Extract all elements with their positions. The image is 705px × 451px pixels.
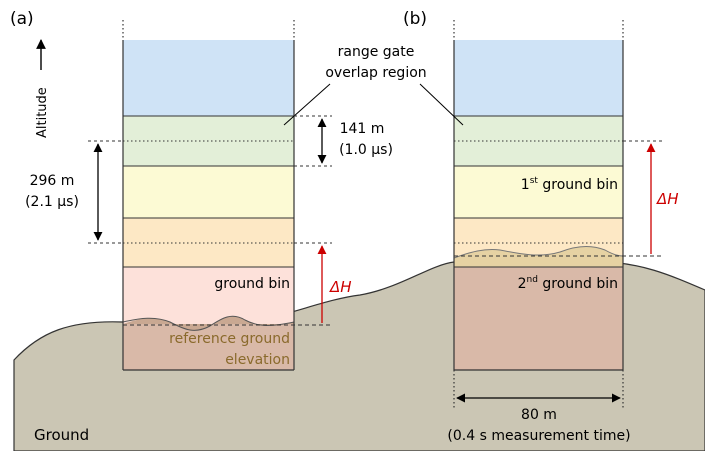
second-ground-bin-text: ground bin bbox=[538, 276, 618, 292]
first-ground-bin-num: 1 bbox=[521, 177, 530, 193]
ground-wave-a bbox=[123, 316, 294, 331]
bin-a-yellow bbox=[123, 166, 294, 218]
gate-spacing-time: (1.0 µs) bbox=[339, 142, 393, 158]
altitude-label: Altitude bbox=[35, 87, 50, 138]
bin-b-yellow bbox=[454, 166, 623, 218]
reference-ground-label-line1: reference ground bbox=[169, 331, 290, 347]
ground-bin-label: ground bin bbox=[214, 276, 290, 292]
first-ground-bin-text: ground bin bbox=[538, 177, 618, 193]
footprint-time: (0.4 s measurement time) bbox=[447, 428, 630, 444]
ground-wave-b bbox=[454, 246, 623, 267]
bin-a-blue bbox=[123, 40, 294, 116]
panel-label-b: (b) bbox=[403, 9, 427, 29]
overlap-pointer-b bbox=[419, 83, 464, 126]
second-ground-bin-num: 2 bbox=[518, 276, 527, 292]
overlap-label-line1: range gate bbox=[338, 44, 415, 60]
gate-spacing-value: 141 m bbox=[340, 121, 385, 137]
delta-h-label-b: ΔH bbox=[656, 190, 679, 208]
ground-wave-b-line bbox=[454, 245, 623, 259]
bin-b-brown bbox=[454, 267, 623, 370]
delta-h-label-a: ΔH bbox=[329, 278, 352, 296]
column-a bbox=[122, 20, 330, 371]
reference-ground-label-line2: elevation bbox=[225, 352, 290, 368]
first-ground-bin-sup: st bbox=[530, 176, 539, 186]
bin-a-brown bbox=[123, 324, 294, 370]
first-ground-bin-label: 1st ground bin bbox=[521, 176, 618, 193]
overlap-pointer-a bbox=[283, 83, 331, 126]
second-ground-bin-label: 2nd ground bin bbox=[518, 275, 618, 292]
gate-length-time: (2.1 µs) bbox=[25, 194, 79, 210]
second-ground-bin-sup: nd bbox=[526, 275, 537, 285]
bin-b-blue bbox=[454, 40, 623, 116]
footprint-value: 80 m bbox=[521, 407, 557, 423]
panel-label-a: (a) bbox=[10, 9, 34, 29]
gate-length-value: 296 m bbox=[30, 173, 75, 189]
ground-label: Ground bbox=[34, 426, 89, 444]
overlap-label-line2: overlap region bbox=[325, 65, 426, 81]
column-b bbox=[453, 20, 662, 408]
bin-a-pink bbox=[123, 267, 294, 324]
